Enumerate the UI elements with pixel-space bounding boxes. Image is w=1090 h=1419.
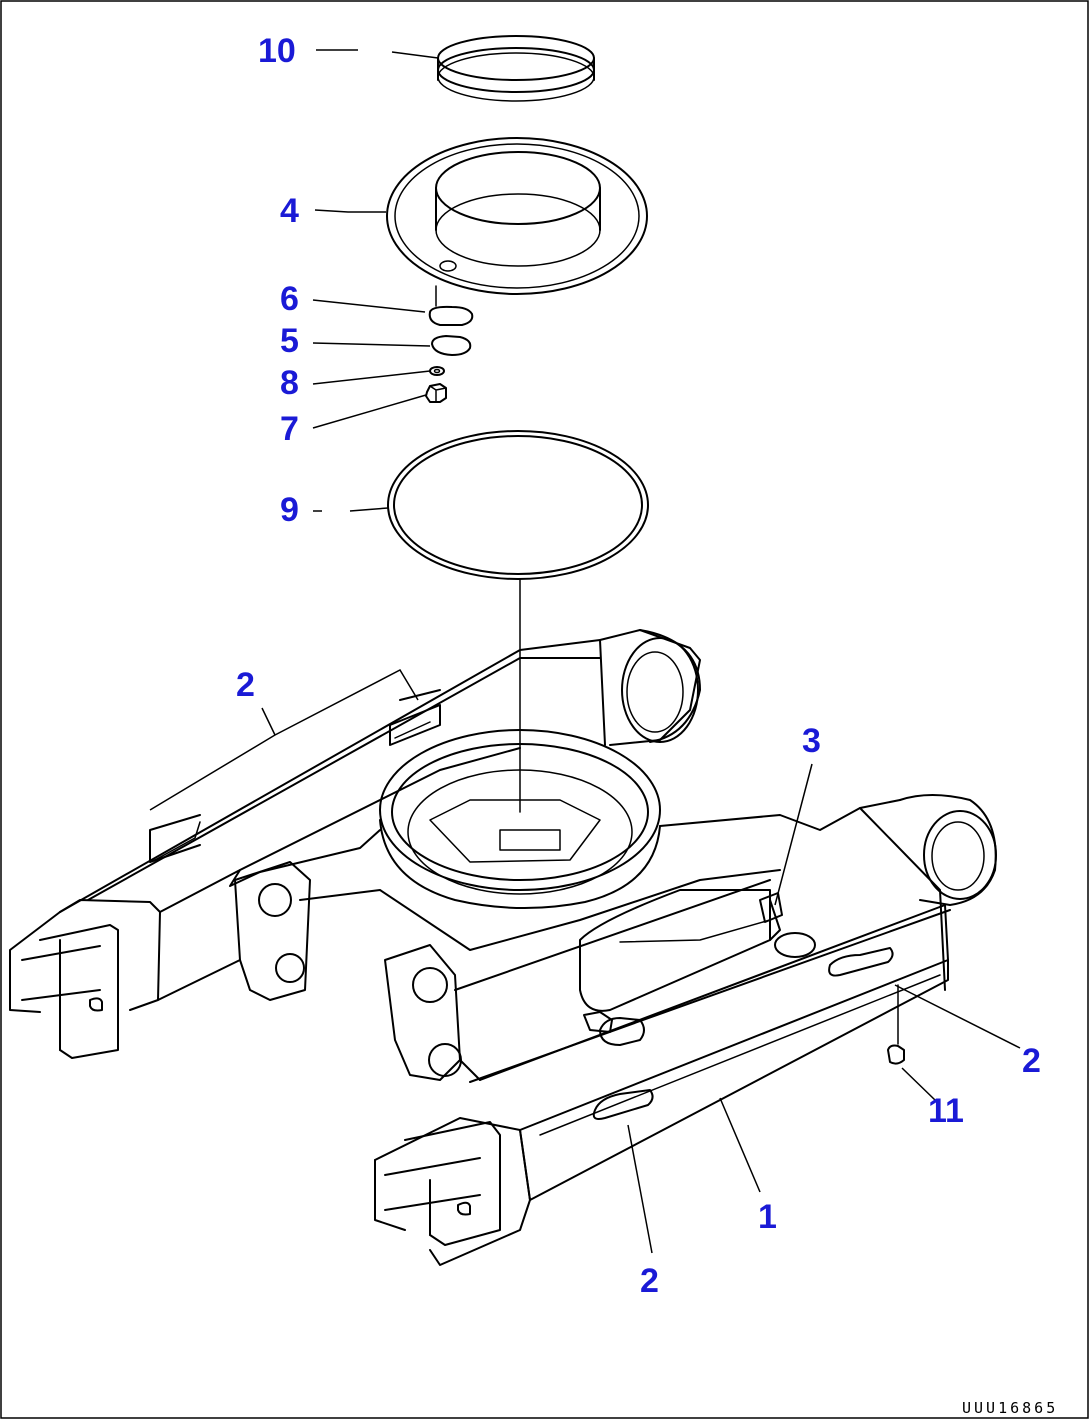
part-3-bracket [759,892,783,923]
callout-2-top: 2 [236,666,255,704]
callout-4: 4 [280,192,299,230]
callout-8: 8 [280,364,299,402]
callout-6: 6 [280,280,299,318]
callout-9: 9 [280,491,299,529]
callout-11: 11 [928,1092,964,1130]
part-9-oring [387,430,649,580]
part-1-track-frame [9,629,997,1266]
part-7-nut [425,383,447,403]
part-2-guard-top [149,689,441,863]
callout-1: 1 [758,1198,777,1236]
callout-7: 7 [280,410,299,448]
part-8-washer [429,366,445,376]
part-4-plate [386,137,648,295]
part-5-plate [431,335,472,356]
callout-10: 10 [258,32,296,70]
callout-2-right: 2 [1022,1042,1041,1080]
callout-5: 5 [280,322,299,360]
document-number: UUU16865 [962,1399,1058,1417]
leader-lines [149,49,1021,1254]
part-10-ring [437,35,595,102]
callout-2-bottom: 2 [640,1262,659,1300]
callout-3: 3 [802,722,821,760]
part-11-plug [887,984,905,1065]
part-6-lock-plate [428,285,474,326]
